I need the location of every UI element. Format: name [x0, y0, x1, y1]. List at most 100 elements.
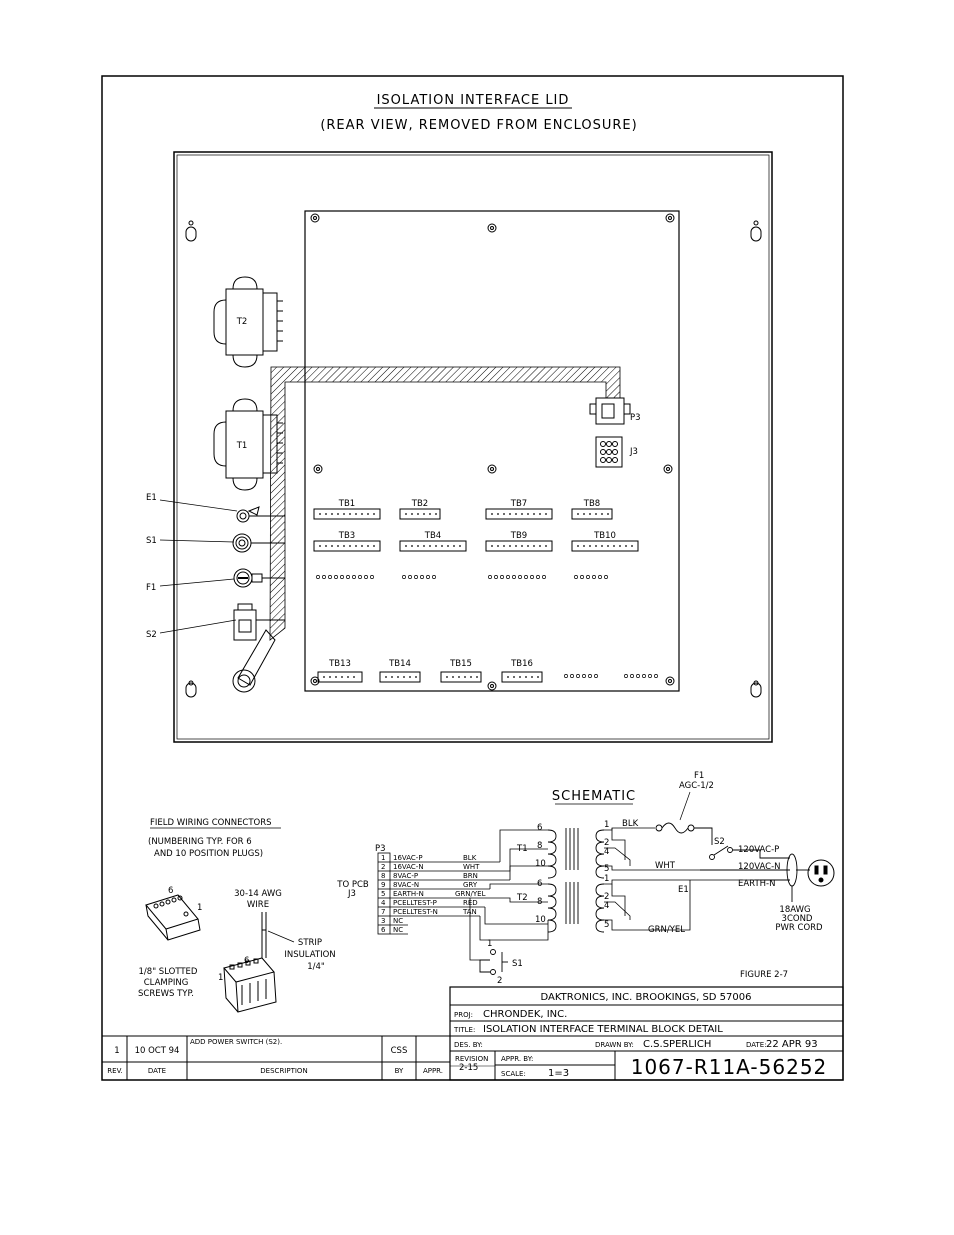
wire-color: WHT — [463, 863, 480, 871]
rev-header-description: DESCRIPTION — [260, 1067, 307, 1075]
callout-e1: E1 — [146, 493, 157, 503]
pin-num: 9 — [381, 881, 385, 889]
fuse-symbol — [655, 822, 713, 845]
j3-connector — [595, 436, 623, 468]
wire-harness — [269, 366, 621, 641]
tb15-label: TB15 — [449, 659, 472, 669]
revision-label: REVISION — [455, 1055, 488, 1063]
lid-panel: T2 T1 P3 J3 — [146, 151, 773, 743]
tb8-label: TB8 — [583, 499, 600, 509]
t2-schematic-label: T2 — [516, 893, 528, 903]
wht-label: WHT — [655, 861, 676, 871]
j3-label: J3 — [629, 447, 638, 457]
pri-label: 4 — [604, 901, 609, 911]
p3-label: P3 — [630, 413, 641, 423]
rev-header-date: DATE — [148, 1067, 166, 1075]
pin-signal: 16VAC-N — [393, 863, 424, 871]
keyhole-slot — [185, 220, 762, 698]
revision-value: 2-15 — [459, 1063, 478, 1073]
t2-label: T2 — [236, 317, 248, 327]
pin-num: 3 — [381, 917, 385, 925]
s1-pin-2: 2 — [497, 976, 502, 986]
field-wiring-section: FIELD WIRING CONNECTORS (NUMBERING TYP. … — [138, 818, 336, 1013]
tap-label: 10 — [535, 859, 546, 869]
tb10-label: TB10 — [593, 531, 616, 541]
tb7-label: TB7 — [510, 499, 527, 509]
scale-label: SCALE: — [501, 1070, 526, 1078]
s1-schematic-label: S1 — [512, 959, 523, 969]
wire-gauge-label-1: 30-14 AWG — [234, 889, 282, 899]
e1-schematic-label: E1 — [678, 885, 689, 895]
rev-header-by: BY — [395, 1067, 404, 1075]
callout-s1: S1 — [146, 536, 157, 546]
tap-label: 8 — [537, 897, 542, 907]
pin-num: 6 — [381, 926, 386, 934]
wire-color: BRN — [463, 872, 478, 880]
p3-schematic-label: P3 — [375, 844, 386, 854]
solder-pads — [316, 575, 658, 678]
schematic-title: SCHEMATIC — [552, 789, 636, 804]
pin-1-label: 1 — [197, 903, 202, 913]
drawing-number: 1067-R11A-56252 — [631, 1055, 828, 1079]
terminal-dots — [319, 513, 633, 678]
pin-1-label-b: 1 — [218, 973, 223, 983]
t1-schematic-label: T1 — [516, 844, 528, 854]
tap-label: 6 — [537, 879, 542, 889]
rev-header-appr: APPR. — [423, 1067, 443, 1075]
s1-switch — [232, 533, 285, 553]
tb9-label: TB9 — [510, 531, 527, 541]
tb14-label: TB14 — [388, 659, 411, 669]
schematic-section: SCHEMATIC P3 TO PCB J3 1 2 8 9 5 4 7 3 6… — [336, 771, 835, 986]
field-wiring-note-1: (NUMBERING TYP. FOR 6 — [148, 837, 252, 847]
to-pcb-label-2: J3 — [347, 889, 356, 899]
pri-label: 1 — [604, 820, 609, 830]
power-cord-symbol — [786, 853, 810, 902]
cord-label-1: 18AWG — [779, 905, 810, 915]
pin-num: 8 — [381, 872, 385, 880]
tap-label: 8 — [537, 841, 542, 851]
rev-row-date: 10 OCT 94 — [135, 1046, 180, 1056]
schematic-transformer-t1 — [547, 828, 605, 879]
earth-label: EARTH-N — [738, 879, 775, 889]
plug-connector-6 — [145, 894, 201, 941]
strip-label-3: 1/4" — [307, 962, 325, 972]
wire-color: TAN — [462, 908, 477, 916]
pin-signal: EARTH-N — [393, 890, 424, 898]
pcb-board — [304, 210, 680, 692]
tb13-label: TB13 — [328, 659, 351, 669]
standoff — [310, 213, 675, 691]
figure-label: FIGURE 2-7 — [740, 970, 788, 980]
project-name: CHRONDEK, INC. — [483, 1009, 567, 1020]
s2-power-switch — [232, 603, 285, 693]
switch-s1-symbol — [479, 949, 508, 975]
tap-label: 6 — [537, 823, 542, 833]
blk-label: BLK — [622, 819, 639, 829]
title-label: TITLE: — [453, 1026, 475, 1034]
f1-fuse-holder — [233, 568, 285, 588]
tb3-label: TB3 — [338, 531, 355, 541]
tap-label: 10 — [535, 915, 546, 925]
screws-label-2: CLAMPING — [144, 978, 189, 988]
strip-label-2: INSULATION — [284, 950, 335, 960]
drawing-name: ISOLATION INTERFACE TERMINAL BLOCK DETAI… — [483, 1024, 723, 1035]
plug-connector-terminal — [223, 912, 277, 1013]
drawing-title: ISOLATION INTERFACE LID — [377, 93, 570, 108]
strip-label-1: STRIP — [298, 938, 322, 948]
drawn-by: C.S.SPERLICH — [643, 1039, 711, 1050]
screws-label-3: SCREWS TYP. — [138, 989, 194, 999]
pin-num: 5 — [381, 890, 385, 898]
tb2-label: TB2 — [411, 499, 428, 509]
p120-label: 120VAC-P — [738, 845, 779, 855]
pin-num: 2 — [381, 863, 385, 871]
switch-s2-symbol — [700, 845, 790, 881]
terminal-block — [313, 508, 639, 683]
tb1-label: TB1 — [338, 499, 355, 509]
drawing-subtitle: (REAR VIEW, REMOVED FROM ENCLOSURE) — [320, 118, 637, 133]
pin-signal: PCELLTEST-N — [393, 908, 438, 916]
primary-wiring — [604, 827, 760, 931]
fuse-label: F1 — [694, 771, 704, 781]
s2-schematic-label: S2 — [714, 837, 725, 847]
pin-signal: 8VAC-N — [393, 881, 419, 889]
pri-label: 2 — [604, 892, 609, 902]
field-wiring-title: FIELD WIRING CONNECTORS — [150, 818, 272, 828]
